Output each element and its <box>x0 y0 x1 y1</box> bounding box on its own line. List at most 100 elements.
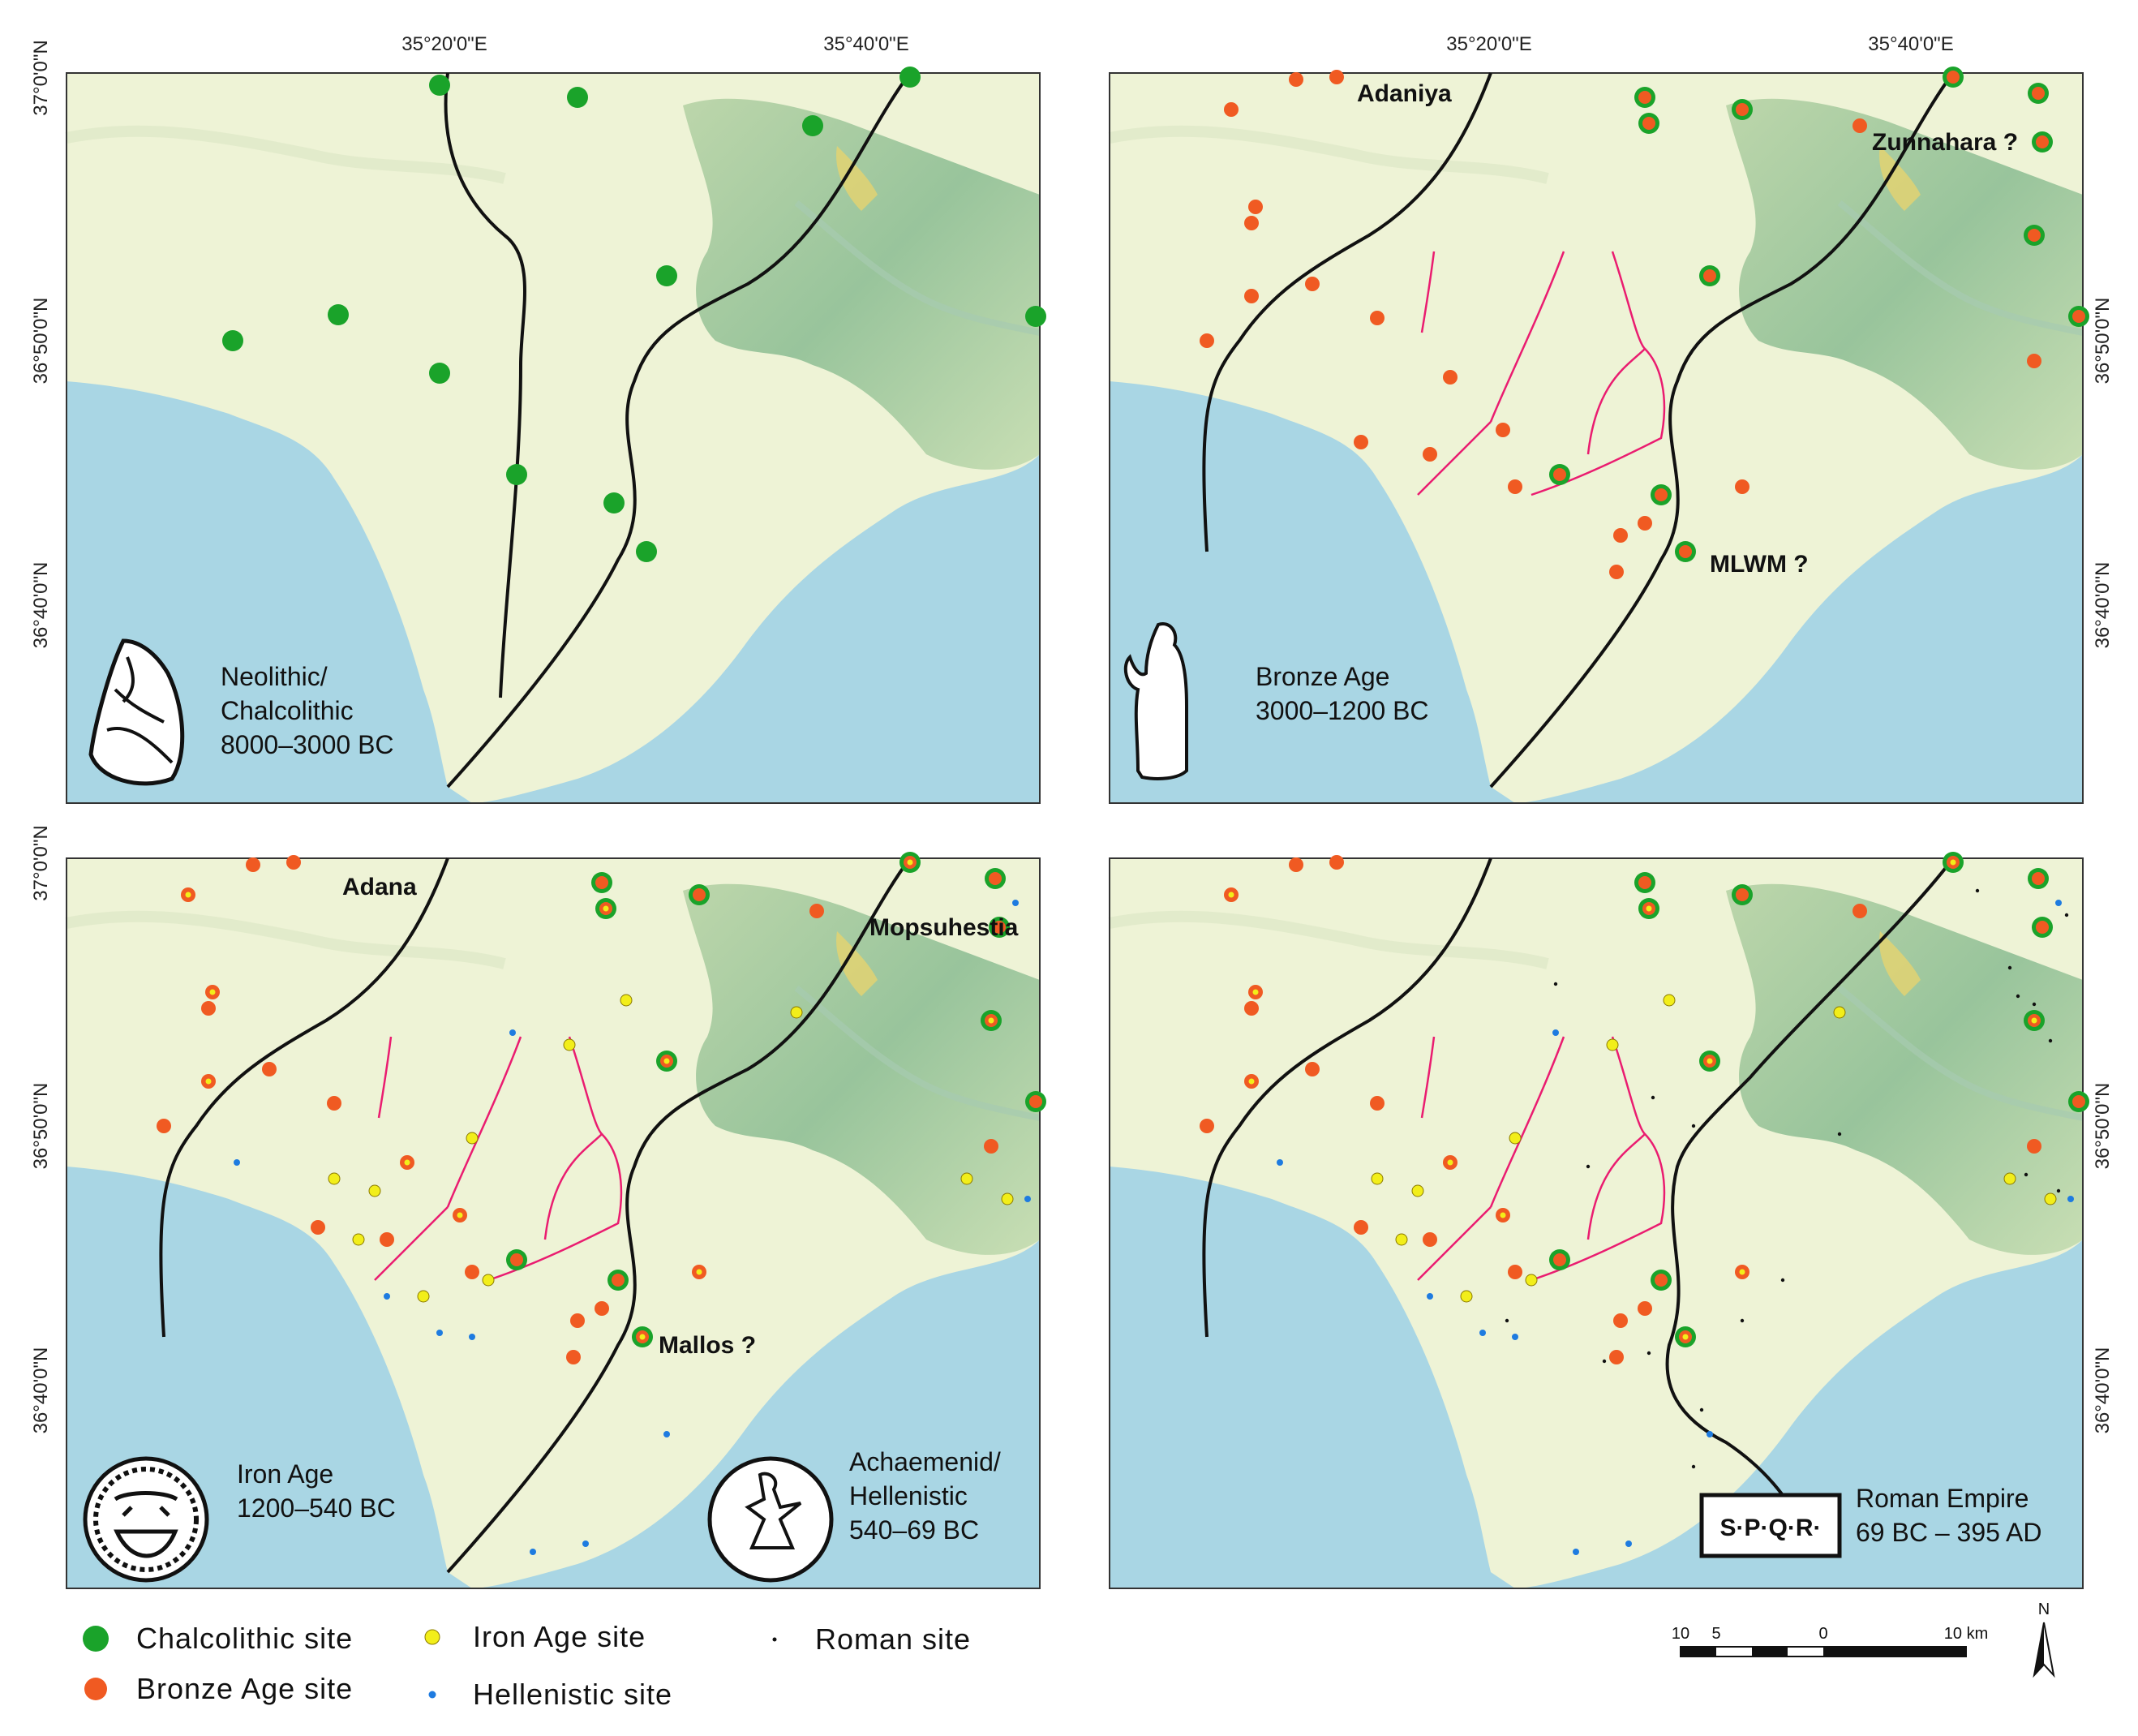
legend-label-5: Hellenistic site <box>473 1678 672 1711</box>
iron-age-site-marker <box>1411 1184 1424 1197</box>
bronze-age-site-marker <box>1244 216 1259 230</box>
chalcolithic-site-marker <box>567 87 588 108</box>
bronze-age-site-marker <box>1370 311 1385 325</box>
latitude-left-label-1-3: 36°40'0"N <box>30 562 52 649</box>
river-2 <box>1489 251 1565 423</box>
iron-age-site-marker <box>620 994 633 1007</box>
river-5 <box>1417 421 1492 496</box>
bronze-age-site-marker <box>2028 229 2041 242</box>
bronze-age-site-marker <box>1423 447 1437 462</box>
bronze-age-site-marker <box>2027 1139 2041 1154</box>
iron-age-site-marker <box>1739 1269 1745 1275</box>
river-2 <box>1489 1036 1565 1208</box>
river-1 <box>377 1036 393 1119</box>
latitude-left-label-2-3: 36°40'0"N <box>30 1347 52 1434</box>
roman-site-marker <box>1586 1164 1591 1169</box>
roman-site-marker <box>2024 1172 2029 1177</box>
chalcolithic-site-marker <box>222 330 243 351</box>
bronze-age-site-marker <box>566 1350 581 1364</box>
bronze-age-site-marker <box>1305 277 1320 291</box>
period-label-line-2: 3000–1200 BC <box>1256 696 1429 725</box>
legend-label-4: Bronze Age site <box>136 1672 353 1705</box>
iron-age-site-marker <box>2044 1192 2057 1205</box>
bronze-age-site-marker <box>1853 904 1867 918</box>
period-label-line-1: Iron Age <box>237 1459 333 1489</box>
bronze-age-site-marker <box>201 1001 216 1016</box>
roman-site-marker <box>1602 1359 1607 1364</box>
roman-site-marker <box>2032 1002 2037 1007</box>
legend-item-1: Chalcolithic site <box>83 1622 352 1655</box>
bronze-age-site-marker <box>157 1119 171 1133</box>
bronze-age-site-marker <box>1289 72 1303 87</box>
iron-age-site-marker <box>1606 1038 1619 1051</box>
chalcolithic-site-marker <box>328 304 349 325</box>
bronze-age-site-marker <box>380 1232 394 1247</box>
panel-roman-base <box>1110 858 2083 1588</box>
period-label-line-1: Neolithic/ <box>221 662 328 691</box>
bronze-age-site-marker <box>1305 1062 1320 1076</box>
bronze-age-site-marker <box>2027 354 2041 368</box>
hellenistic-site-marker <box>2067 1196 2074 1202</box>
bronze-age-site-marker <box>1224 102 1239 117</box>
panel-iron-base <box>67 858 1040 1588</box>
yellow-dot-icon <box>424 1629 440 1645</box>
bronze-age-site-marker <box>1496 423 1510 437</box>
legend-item-5: Hellenistic site <box>428 1678 672 1711</box>
bronze-age-site-marker <box>1638 876 1651 889</box>
hellenistic-site-marker <box>1707 1431 1713 1437</box>
iron-age-site-marker <box>352 1233 365 1246</box>
bronze-age-site-marker <box>693 888 706 901</box>
iron-age-site-marker <box>1833 1006 1846 1019</box>
bronze-age-site-marker <box>1029 1095 1042 1108</box>
chalcolithic-site-marker <box>802 115 823 136</box>
bronze-age-site-marker <box>1735 479 1749 494</box>
longitude-label-2-1: 35°20'0"E <box>1446 33 1531 55</box>
latitude-right-label-1-2: 36°40'0"N <box>2092 562 2114 649</box>
iron-age-site-marker <box>482 1274 495 1287</box>
iron-age-site-marker <box>1646 905 1652 912</box>
roman-site-marker <box>1780 1278 1785 1283</box>
iron-age-site-marker <box>1447 1159 1453 1166</box>
iron-age-site-marker <box>563 1038 576 1051</box>
panel-neolithic-base <box>67 73 1040 803</box>
scale-label-4: 10 km <box>1944 1625 1988 1643</box>
hellenistic-site-marker <box>1512 1334 1518 1340</box>
iron-age-site-marker <box>1252 989 1259 995</box>
iron-age-site-marker <box>1525 1274 1538 1287</box>
river-3 <box>1586 251 1646 455</box>
bronze-age-site-marker <box>1244 289 1259 303</box>
black-point-icon <box>772 1637 777 1642</box>
hellenistic-site-marker <box>1012 900 1019 906</box>
north-arrow-icon: N <box>2033 1601 2055 1678</box>
bronze-age-site-marker <box>1638 91 1651 104</box>
latitude-left-label-2-2: 36°50'0"N <box>30 1083 52 1170</box>
hellenistic-site-marker <box>1552 1029 1559 1036</box>
hellenistic-site-marker <box>384 1293 390 1300</box>
bronze-age-site-marker <box>1329 70 1344 84</box>
hittite-figure-icon <box>1123 622 1188 780</box>
north-label: N <box>2038 1601 2050 1618</box>
bronze-age-site-marker <box>1423 1232 1437 1247</box>
panel-bronze-base <box>1110 73 2083 803</box>
spqr-badge-text: S·P·Q·R· <box>1720 1515 1822 1541</box>
iron-age-site-marker <box>1509 1132 1522 1145</box>
latitude-right-label-1-1: 36°50'0"N <box>2092 298 2114 385</box>
bronze-age-site-marker <box>984 1139 998 1154</box>
latitude-left-label-1-2: 36°50'0"N <box>30 298 52 385</box>
bronze-age-site-marker <box>2036 921 2049 934</box>
iron-age-site-marker <box>328 1172 341 1185</box>
bronze-age-site-marker <box>1200 333 1214 348</box>
river-2 <box>446 1036 522 1208</box>
river-3 <box>543 1036 603 1240</box>
roman-site-marker <box>2048 1038 2053 1043</box>
period-label-line-3: 8000–3000 BC <box>221 730 394 759</box>
iron-age-site-marker <box>1460 1290 1473 1303</box>
lion-head-coin-icon <box>83 1456 209 1583</box>
period-label-line-2: 1200–540 BC <box>237 1493 396 1523</box>
iron-age-site-marker <box>790 1006 803 1019</box>
latitude-left-label-2-1: 37°0'0"N <box>30 825 52 900</box>
place-label-1: Adaniya <box>1357 80 1452 107</box>
bronze-age-site-marker <box>1244 1001 1259 1016</box>
